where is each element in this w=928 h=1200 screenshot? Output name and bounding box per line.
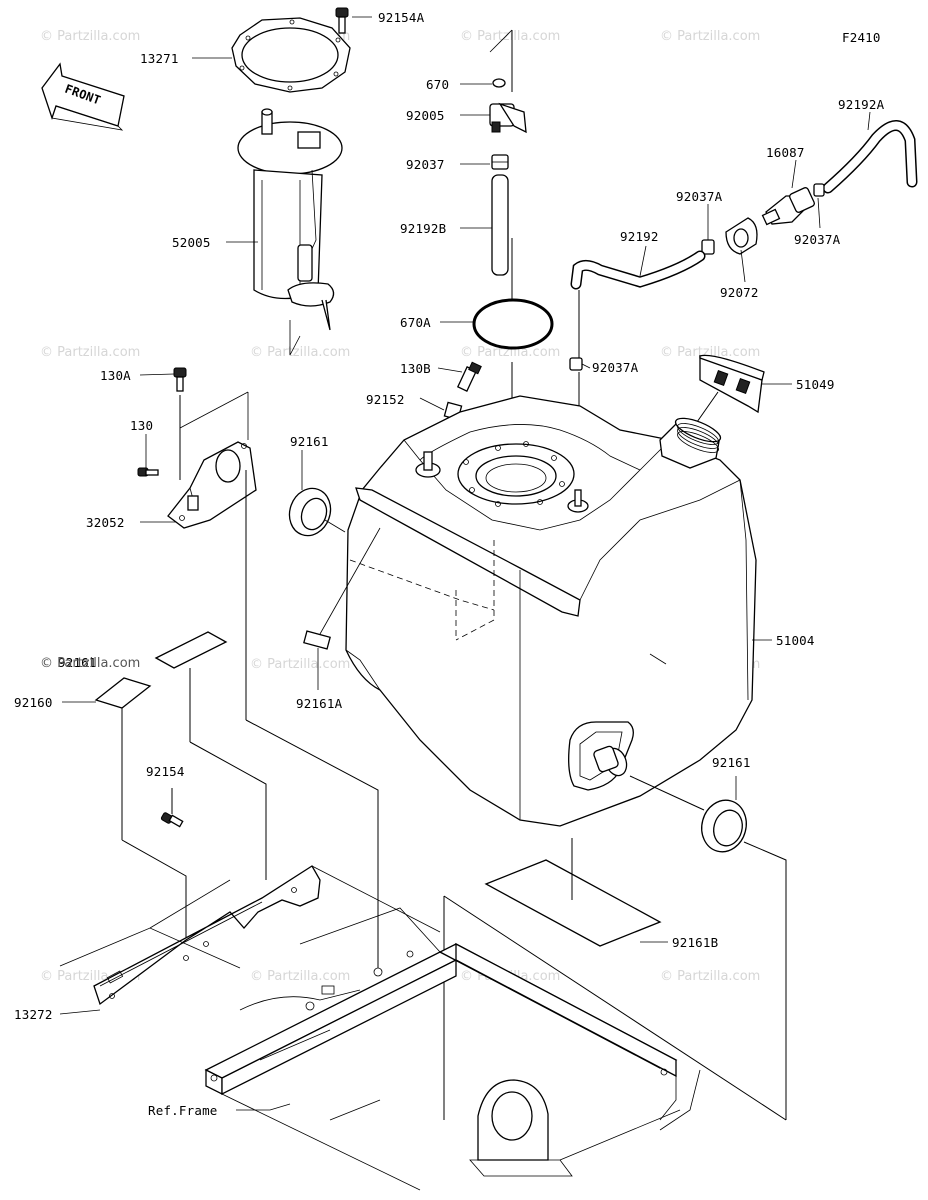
reference-frame xyxy=(59,865,701,1191)
pad-92160 xyxy=(94,677,152,709)
hose-92192A xyxy=(822,120,918,194)
pump-guide-line xyxy=(289,320,301,356)
clamp-92037A-center xyxy=(569,357,583,371)
label-13271: 13271 xyxy=(140,51,179,66)
leader-line xyxy=(319,527,381,635)
leader-line xyxy=(179,391,249,429)
label-51049: 51049 xyxy=(796,377,835,392)
front-arrow-icon: FRONT xyxy=(41,62,125,131)
label-130: 130 xyxy=(130,418,153,433)
label-32052: 32052 xyxy=(86,515,125,530)
screw-130B xyxy=(456,361,482,392)
watermark: © Partzilla.com xyxy=(460,29,560,44)
label-92161A: 92161A xyxy=(296,696,343,711)
grommet-92161-top xyxy=(288,487,332,537)
label-92037A-left: 92037A xyxy=(676,189,723,204)
label-130A: 130A xyxy=(100,368,131,383)
bracket-13272 xyxy=(93,865,321,1006)
label-130B: 130B xyxy=(400,361,431,376)
leader-line xyxy=(324,519,346,533)
label-92161-top: 92161 xyxy=(290,434,329,449)
bolt-130A xyxy=(173,367,187,392)
diagram-code: F2410 xyxy=(842,30,881,45)
fuel-pump-52005 xyxy=(237,108,343,331)
bolt-92154 xyxy=(160,812,184,828)
watermark: © Partzilla.com xyxy=(250,657,350,672)
watermark: © Partzilla.com xyxy=(250,969,350,984)
label-92037A-right: 92037A xyxy=(794,232,841,247)
leader-line xyxy=(443,895,787,1121)
clamp-92037A-left xyxy=(701,239,715,255)
grommet-92161-bottom xyxy=(701,799,747,853)
rubber-92161A xyxy=(303,630,331,650)
part-labels: 92154A 13271 670 92005 92037 92192B 670A… xyxy=(14,10,885,1118)
pad-92161-left xyxy=(154,631,228,669)
label-92161-bottom: 92161 xyxy=(712,755,751,770)
bracket-32052 xyxy=(167,441,257,529)
watermark: © Partzilla.com xyxy=(660,345,760,360)
label-670A: 670A xyxy=(400,315,431,330)
sender-92005 xyxy=(489,102,527,134)
leader-line xyxy=(121,839,187,938)
label-92154: 92154 xyxy=(146,764,185,779)
hose-92192B xyxy=(491,174,509,276)
hose-92192 xyxy=(570,250,706,290)
label-92037: 92037 xyxy=(406,157,445,172)
leader-line xyxy=(629,775,705,811)
o-ring-670 xyxy=(492,78,506,88)
fuel-tank-51004 xyxy=(345,395,757,827)
label-92161-left: 92161 xyxy=(58,655,97,670)
bolt-130 xyxy=(137,467,159,477)
fuel-filter-16087 xyxy=(761,187,815,226)
label-92072: 92072 xyxy=(720,285,759,300)
label-51004: 51004 xyxy=(776,633,815,648)
watermark: © Partzilla.com xyxy=(40,345,140,360)
label-ref-frame: Ref.Frame xyxy=(148,1103,218,1118)
clamp-92037 xyxy=(491,154,509,170)
label-92037A-center: 92037A xyxy=(592,360,639,375)
watermark: © Partzilla.com xyxy=(460,345,560,360)
fitting-92072 xyxy=(725,217,758,255)
watermark: © Partzilla.com xyxy=(660,29,760,44)
label-670: 670 xyxy=(426,77,449,92)
label-16087: 16087 xyxy=(766,145,805,160)
label-leaders xyxy=(59,16,871,1111)
label-92005: 92005 xyxy=(406,108,445,123)
gasket-13271 xyxy=(231,17,351,93)
watermark-overlap: © Partzilla.com xyxy=(40,656,140,671)
watermark: © Partzilla.com xyxy=(250,345,350,360)
label-92161B: 92161B xyxy=(672,935,718,950)
leader-line xyxy=(489,29,513,53)
label-52005: 52005 xyxy=(172,235,211,250)
label-92192: 92192 xyxy=(620,229,659,244)
pad-92161B xyxy=(484,859,662,947)
label-92192A: 92192A xyxy=(838,97,885,112)
fuel-cap-51049 xyxy=(699,354,765,414)
leader-line xyxy=(189,741,267,880)
bolt-92154A xyxy=(335,7,349,34)
leader-line xyxy=(245,719,379,968)
label-92154A: 92154A xyxy=(378,10,425,25)
label-13272: 13272 xyxy=(14,1007,53,1022)
label-92160: 92160 xyxy=(14,695,53,710)
clamp-92037A xyxy=(813,183,825,197)
o-ring-670A xyxy=(472,298,554,350)
label-92152: 92152 xyxy=(366,392,405,407)
leader-line xyxy=(743,841,787,1120)
watermark: © Partzilla.com xyxy=(40,29,140,44)
watermark: © Partzilla.com xyxy=(660,969,760,984)
label-92192B: 92192B xyxy=(400,221,446,236)
